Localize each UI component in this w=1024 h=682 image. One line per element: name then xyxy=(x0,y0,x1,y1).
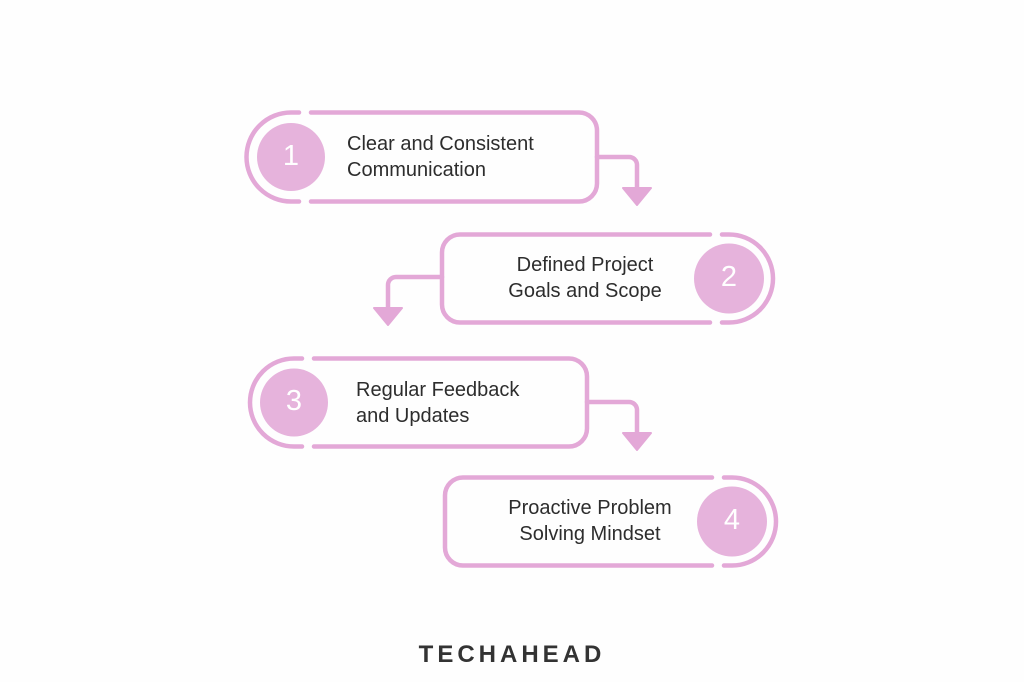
step-1-label-line1: Clear and Consistent xyxy=(347,133,534,155)
step-1-label: Clear and Consistent Communication xyxy=(347,131,534,183)
step-4-label: Proactive Problem Solving Mindset xyxy=(450,495,730,547)
step-4-number-circle xyxy=(697,486,767,557)
step-2-number: 2 xyxy=(720,260,738,293)
step-3-label-line1: Regular Feedback xyxy=(356,379,520,401)
step-2-label-line2: Goals and Scope xyxy=(508,280,662,302)
step-1-number-circle xyxy=(257,123,325,191)
step-4-label-line2: Solving Mindset xyxy=(519,523,661,545)
step-4-shape xyxy=(442,475,779,568)
step-3-label-line2: and Updates xyxy=(356,405,470,427)
step-4-number: 4 xyxy=(723,503,741,536)
connector-2-3-arrowhead-icon xyxy=(373,307,403,326)
connector-3-4-stem xyxy=(584,399,640,437)
step-4-cap-outline xyxy=(721,475,779,568)
connector-3-4 xyxy=(584,399,652,451)
step-2-cap-outline xyxy=(719,232,776,325)
connector-2-3-stem xyxy=(385,274,445,312)
step-3-label: Regular Feedback and Updates xyxy=(356,377,519,429)
step-1-shape xyxy=(244,110,600,204)
connector-3-4-arrowhead-icon xyxy=(622,432,652,451)
connector-1-2-stem xyxy=(594,154,640,192)
step-4-box-outline xyxy=(442,475,715,568)
step-1-label-line2: Communication xyxy=(347,159,486,181)
step-4-label-line1: Proactive Problem xyxy=(508,497,672,519)
step-1-cap-outline xyxy=(244,110,302,204)
connector-1-2-arrowhead-icon xyxy=(622,187,652,206)
step-1-number: 1 xyxy=(282,139,300,172)
connector-2-3 xyxy=(373,274,445,326)
step-2-label: Defined Project Goals and Scope xyxy=(445,252,725,304)
step-3-cap-outline xyxy=(247,356,305,449)
step-2-label-line1: Defined Project xyxy=(516,254,654,276)
step-3-number-circle xyxy=(260,368,328,437)
connector-1-2 xyxy=(594,154,652,206)
step-2-number-circle xyxy=(694,243,764,314)
techahead-logo: TECHAHEAD xyxy=(418,641,606,668)
step-3-number: 3 xyxy=(285,384,303,417)
